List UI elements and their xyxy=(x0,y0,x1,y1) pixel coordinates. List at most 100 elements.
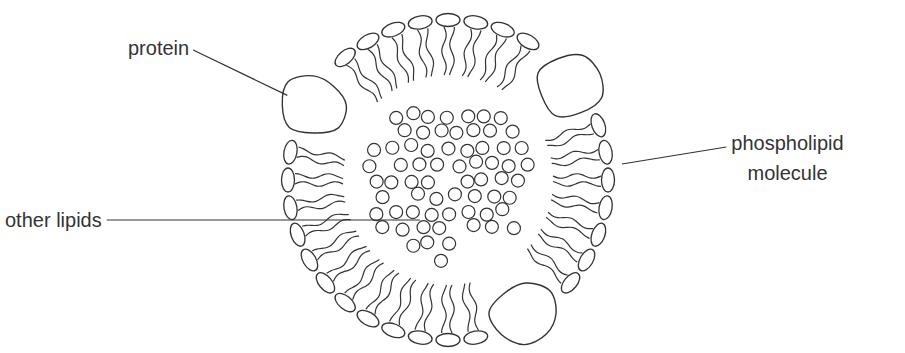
part-label-text: other lipids xyxy=(5,209,102,231)
lipid-droplet xyxy=(506,125,519,138)
phosphate-head xyxy=(514,30,541,53)
lipid-droplet xyxy=(435,254,448,267)
phosphate-head xyxy=(588,112,608,139)
lipid-droplet xyxy=(421,236,434,249)
phosphate-head xyxy=(436,334,460,347)
lipid-droplet xyxy=(496,203,509,216)
phosphate-heads xyxy=(282,14,615,347)
lipid-droplet xyxy=(485,220,498,233)
lipid-droplet xyxy=(417,221,430,234)
core-lipids xyxy=(363,107,534,268)
fatty-acid-tail xyxy=(415,283,428,329)
lipid-droplet xyxy=(515,142,528,155)
phosphate-head xyxy=(354,30,381,53)
leader-line xyxy=(107,219,420,220)
protein-shape xyxy=(537,55,603,117)
lipid-droplet xyxy=(368,143,381,156)
fatty-acid-tail xyxy=(366,270,394,309)
part-label: other lipids xyxy=(5,205,102,235)
fatty-acid-tail xyxy=(327,246,367,273)
lipid-droplet xyxy=(390,206,403,219)
fatty-acid-tail xyxy=(347,65,378,102)
phosphate-head xyxy=(287,221,307,248)
fatty-acid-tail xyxy=(462,29,471,76)
lipid-droplet xyxy=(462,205,475,218)
leader-line xyxy=(622,147,726,164)
fatty-acid-tail xyxy=(551,200,597,213)
lipid-droplet xyxy=(462,110,475,123)
lipid-droplet xyxy=(467,124,480,137)
lipid-droplet xyxy=(497,142,510,155)
lipid-droplet xyxy=(521,158,534,171)
lipid-droplet xyxy=(467,219,480,232)
phosphate-head xyxy=(463,329,489,346)
fatty-acid-tail xyxy=(392,38,409,83)
fatty-acid-tail xyxy=(296,194,344,202)
phosphate-head xyxy=(332,290,359,315)
protein-shape xyxy=(282,76,346,133)
phosphate-head xyxy=(298,246,321,273)
lipid-droplet xyxy=(494,112,507,125)
fatty-acid-tail xyxy=(297,156,344,165)
fatty-acid-tail xyxy=(546,217,589,238)
fatty-acid-tail xyxy=(298,201,345,210)
part-label-text: phospholipid molecule xyxy=(731,132,843,184)
fatty-acid-tail xyxy=(390,278,411,321)
fatty-acid-tail xyxy=(485,38,506,81)
fatty-acid-tail xyxy=(355,59,382,99)
fatty-acid-tail xyxy=(306,220,351,237)
fatty-acid-tail xyxy=(333,251,370,282)
part-label: phospholipid molecule xyxy=(705,128,870,188)
fatty-acid-tail xyxy=(449,27,454,75)
lipid-droplet xyxy=(486,156,499,169)
lipid-droplet xyxy=(476,141,489,154)
phosphate-head xyxy=(282,168,295,192)
fatty-acid-tail xyxy=(377,44,397,88)
lipid-droplet xyxy=(484,124,497,137)
lipid-droplet xyxy=(507,222,520,235)
fatty-acid-tail xyxy=(424,284,433,331)
fatty-acid-tail xyxy=(426,28,434,76)
phosphate-head xyxy=(313,269,338,296)
lipid-droplet xyxy=(480,208,493,221)
lipid-droplet xyxy=(468,190,481,203)
fatty-acid-tail xyxy=(295,173,343,178)
lipid-droplet xyxy=(396,223,409,236)
lipid-droplet xyxy=(502,160,515,173)
lipid-droplet xyxy=(442,142,455,155)
fatty-acid-tail xyxy=(538,234,577,262)
fatty-acid-tail xyxy=(541,229,583,253)
lipid-droplet xyxy=(435,124,448,137)
lipid-droplet xyxy=(425,208,438,221)
lipid-droplet xyxy=(363,160,376,173)
fatty-acid-tail xyxy=(312,231,356,251)
lipid-droplet xyxy=(450,126,463,139)
lipid-droplet xyxy=(421,144,434,157)
phosphate-head xyxy=(436,14,460,27)
lipid-droplet xyxy=(431,158,444,171)
lipid-droplet xyxy=(448,188,461,201)
leader-line xyxy=(193,50,287,95)
lipid-droplet xyxy=(417,126,430,139)
lipid-droplet xyxy=(405,139,418,152)
fatty-acid-tail xyxy=(545,124,590,141)
phosphate-head xyxy=(380,19,407,39)
phosphate-head xyxy=(558,269,583,296)
lipid-droplet xyxy=(430,192,443,205)
lipid-droplet xyxy=(477,110,490,123)
fatty-acid-tail xyxy=(548,212,593,229)
phosphate-head xyxy=(282,139,299,165)
phosphate-head xyxy=(588,221,608,248)
lipid-droplet xyxy=(394,158,407,171)
lipid-droplet xyxy=(440,111,453,124)
leader-lines xyxy=(107,50,727,220)
fatty-acid-tail xyxy=(553,174,601,178)
fatty-acid-tail xyxy=(442,27,446,75)
lipid-droplet xyxy=(453,160,466,173)
phosphate-head xyxy=(282,195,299,221)
fatty-acid-tail xyxy=(345,259,380,293)
fatty-acid-tail xyxy=(469,283,478,330)
lipid-droplet xyxy=(370,175,383,188)
phosphate-head xyxy=(354,307,381,330)
fatty-acid-tail xyxy=(450,285,454,333)
